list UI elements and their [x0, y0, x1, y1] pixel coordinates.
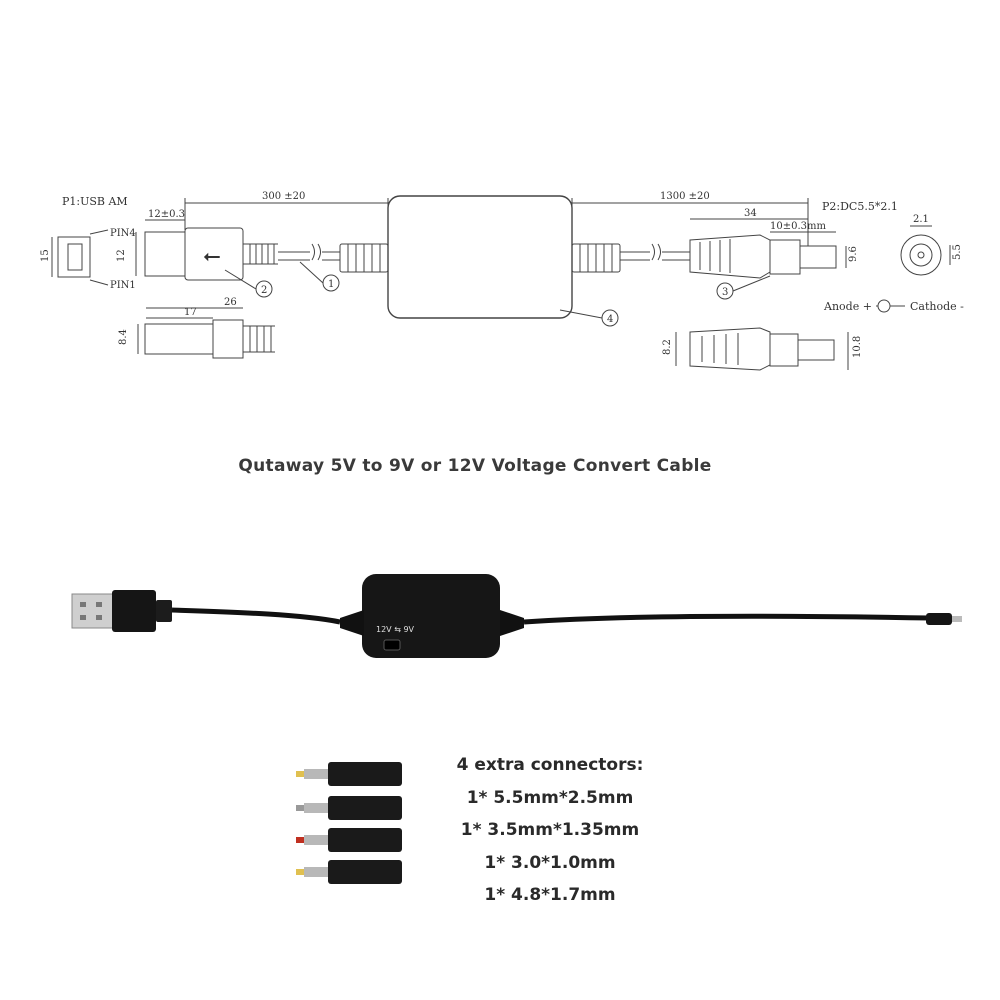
dim-dc-tip: 10±0.3mm [770, 221, 826, 232]
switch-label: 12V ⇆ 9V [376, 625, 415, 634]
dc-face-outline [900, 234, 942, 276]
dim-usb-side-length: 300 ±20 [262, 191, 305, 202]
connector-item: 1* 4.8*1.7mm [484, 885, 616, 905]
connector-list-heading: 4 extra connectors: [456, 755, 644, 775]
p2-label: P2:DC5.5*2.1 [822, 200, 898, 213]
usb-plug-body [112, 590, 156, 632]
dim-dc-side-h1: 8.2 [662, 339, 673, 355]
dim-dc-face-height: 5.5 [952, 244, 963, 260]
dim-usb-face: 15 [40, 249, 51, 262]
callout-4-label: 4 [607, 314, 613, 325]
cable-illustration: 12V ⇆ 9V [71, 574, 962, 658]
dim-dc-face-width: 2.1 [913, 214, 929, 225]
callout-3-label: 3 [722, 287, 728, 298]
dim-usb-plug-length: 12±0.3 [148, 209, 185, 220]
usb-face-outline [57, 236, 91, 278]
callout-1-label: 1 [328, 279, 334, 290]
dim-usb-total: 26 [224, 297, 237, 308]
pin4-label: PIN4 [110, 228, 136, 239]
converter-box [362, 574, 500, 658]
connector-item: 1* 5.5mm*2.5mm [466, 787, 634, 808]
connector-4 [296, 860, 402, 884]
technical-drawing: ⭠ P1:USB AM P2:DC5.5*2.1 PIN4 PIN1 300 ±… [40, 191, 964, 371]
usb-logo-icon: ⭠ [203, 244, 221, 269]
connector-2 [296, 796, 402, 820]
pin1-label: PIN1 [110, 280, 136, 291]
connector-list: 4 extra connectors: 1* 5.5mm*2.5mm 1* 3.… [420, 752, 680, 915]
dim-dc-side-h2: 10.8 [852, 336, 863, 358]
connector-1 [296, 762, 402, 786]
dim-dc-total: 34 [744, 208, 757, 219]
callout-2-label: 2 [261, 285, 267, 296]
usb-plug-outline [144, 231, 186, 277]
connector-item: 1* 3.5mm*1.35mm [460, 820, 640, 840]
connectors-illustration [296, 762, 402, 884]
dim-usb-height: 12 [116, 249, 127, 262]
cathode-label: Cathode - [910, 300, 964, 313]
p1-label: P1:USB AM [62, 195, 128, 208]
dim-dc-diameter: 9.6 [848, 246, 859, 262]
dim-usb-body: 17 [184, 307, 197, 318]
anode-label: Anode + [823, 300, 872, 313]
voltage-switch[interactable] [383, 639, 401, 651]
usb-plug-metal [71, 593, 115, 629]
dim-usb-thickness: 8.4 [118, 329, 129, 345]
converter-box-outline [387, 195, 573, 319]
dc-plug [926, 613, 952, 625]
dim-dc-side-length: 1300 ±20 [660, 191, 710, 202]
product-title: Qutaway 5V to 9V or 12V Voltage Convert … [238, 456, 712, 476]
connector-3 [296, 828, 402, 852]
connector-item: 1* 3.0*1.0mm [484, 852, 616, 873]
